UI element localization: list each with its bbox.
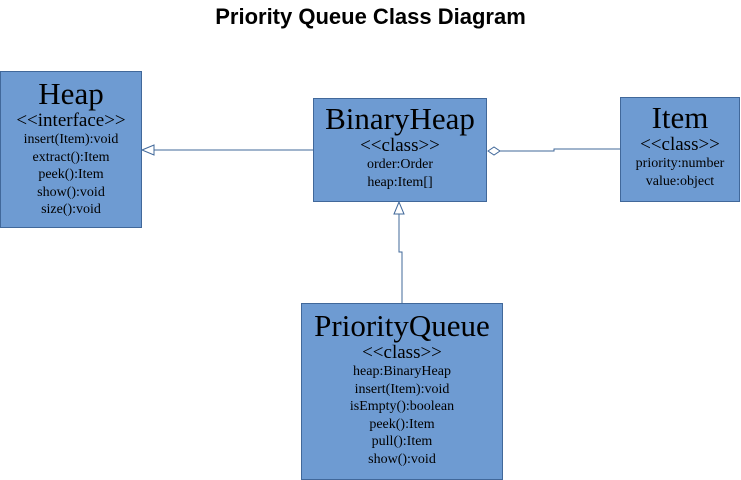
class-binaryheap[interactable]: BinaryHeap <<class>> order:Order heap:It… <box>313 98 487 202</box>
class-stereotype: <<class>> <box>362 341 442 363</box>
class-member: order:Order <box>366 157 434 173</box>
class-stereotype: <<class>> <box>640 133 720 155</box>
class-member: heap:BinaryHeap <box>353 364 451 380</box>
aggregation-diamond <box>487 146 501 156</box>
hollow-arrowhead-heap <box>140 144 155 156</box>
class-name: PriorityQueue <box>314 308 490 343</box>
class-member: insert(Item):void <box>354 381 450 397</box>
class-stereotype: <<class>> <box>360 134 440 156</box>
diagram-title: Priority Queue Class Diagram <box>215 4 526 29</box>
class-member: pull():Item <box>371 434 433 450</box>
edge-item-to-binaryheap <box>500 148 620 152</box>
class-name: BinaryHeap <box>325 101 475 136</box>
class-item[interactable]: Item <<class>> priority:number value:obj… <box>620 97 740 202</box>
class-heap[interactable]: Heap <<interface>> insert(Item):void ext… <box>0 71 142 228</box>
class-member: isEmpty():boolean <box>349 399 455 415</box>
class-member: show():void <box>37 184 105 200</box>
class-member: size():void <box>41 202 101 218</box>
class-member: insert(Item):void <box>23 132 119 148</box>
class-stereotype: <<interface>> <box>16 109 126 131</box>
class-member: peek():Item <box>38 167 104 183</box>
class-member: extract():Item <box>32 149 110 165</box>
class-priorityqueue[interactable]: PriorityQueue <<class>> heap:BinaryHeap … <box>301 303 503 480</box>
hollow-arrowhead-binaryheap <box>393 200 405 215</box>
class-member: show():void <box>368 451 436 467</box>
class-member: heap:Item[] <box>367 174 433 190</box>
class-member: value:object <box>645 173 715 189</box>
class-member: priority:number <box>635 156 725 172</box>
class-name: Heap <box>38 76 104 111</box>
class-name: Item <box>651 100 709 135</box>
edge-priorityqueue-to-binaryheap <box>398 213 403 303</box>
class-member: peek():Item <box>369 416 435 432</box>
